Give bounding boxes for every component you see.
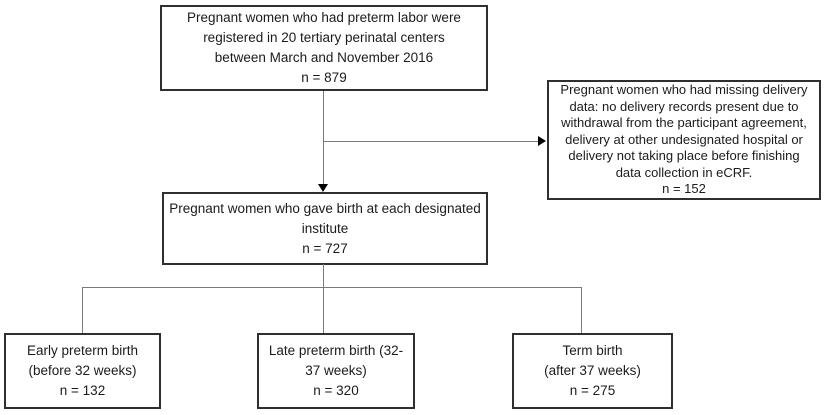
connector-branch-to-late-preterm	[323, 288, 324, 333]
box-term-birth-line-2: (after 37 weeks)	[544, 363, 641, 378]
box-early-preterm-line-1: Early preterm birth	[26, 343, 139, 358]
box-registered-line-3: between March and November 2016	[214, 50, 434, 65]
box-term-birth-count: n = 275	[569, 383, 616, 398]
box-registered-line-2: registered in 20 tertiary perinatal cent…	[203, 30, 445, 45]
box-term-birth-line-1: Term birth	[562, 343, 623, 358]
box-excluded-line-5: delivery not taking place before finishi…	[568, 148, 800, 164]
connector-branch-to-term-birth	[581, 287, 582, 333]
box-registered-line-1: Pregnant women who had preterm labor wer…	[187, 10, 461, 25]
box-early-preterm-count: n = 132	[59, 383, 106, 398]
connector-delivered-to-branch	[323, 264, 324, 288]
box-excluded-line-6: data collection in eCRF.	[615, 164, 753, 180]
box-delivered-count: n = 727	[302, 240, 348, 256]
box-delivered-line-2: institute	[301, 220, 349, 236]
box-late-preterm-line-2: 37 weeks)	[305, 363, 367, 378]
box-early-preterm: Early preterm birth (before 32 weeks) n …	[4, 333, 161, 409]
box-excluded-line-1: Pregnant women who had missing delivery	[560, 82, 808, 98]
connector-to-excluded	[323, 141, 539, 142]
box-late-preterm: Late preterm birth (32- 37 weeks) n = 32…	[257, 333, 415, 409]
box-excluded-line-4: delivery at other undesignated hospital …	[565, 131, 803, 147]
box-excluded-count: n = 152	[662, 181, 706, 197]
box-early-preterm-line-2: (before 32 weeks)	[28, 363, 137, 378]
box-delivered: Pregnant women who gave birth at each de…	[162, 192, 488, 265]
connector-registered-to-delivered	[323, 91, 324, 185]
box-registered: Pregnant women who had preterm labor wer…	[160, 5, 488, 91]
connector-branch-horizontal	[82, 287, 582, 288]
box-late-preterm-count: n = 320	[313, 383, 359, 398]
box-excluded-line-2: data: no delivery records present due to	[569, 98, 799, 114]
box-delivered-line-1: Pregnant women who gave birth at each de…	[169, 200, 481, 216]
arrowhead-down-icon	[318, 184, 328, 192]
box-term-birth: Term birth (after 37 weeks) n = 275	[512, 333, 673, 409]
box-registered-count: n = 879	[301, 70, 347, 85]
box-excluded: Pregnant women who had missing delivery …	[547, 80, 821, 200]
arrowhead-right-icon	[538, 136, 546, 146]
box-excluded-line-3: withdrawal from the participant agreemen…	[561, 115, 807, 131]
box-late-preterm-line-1: Late preterm birth (32-	[268, 343, 404, 358]
connector-branch-to-early-preterm	[82, 287, 83, 333]
